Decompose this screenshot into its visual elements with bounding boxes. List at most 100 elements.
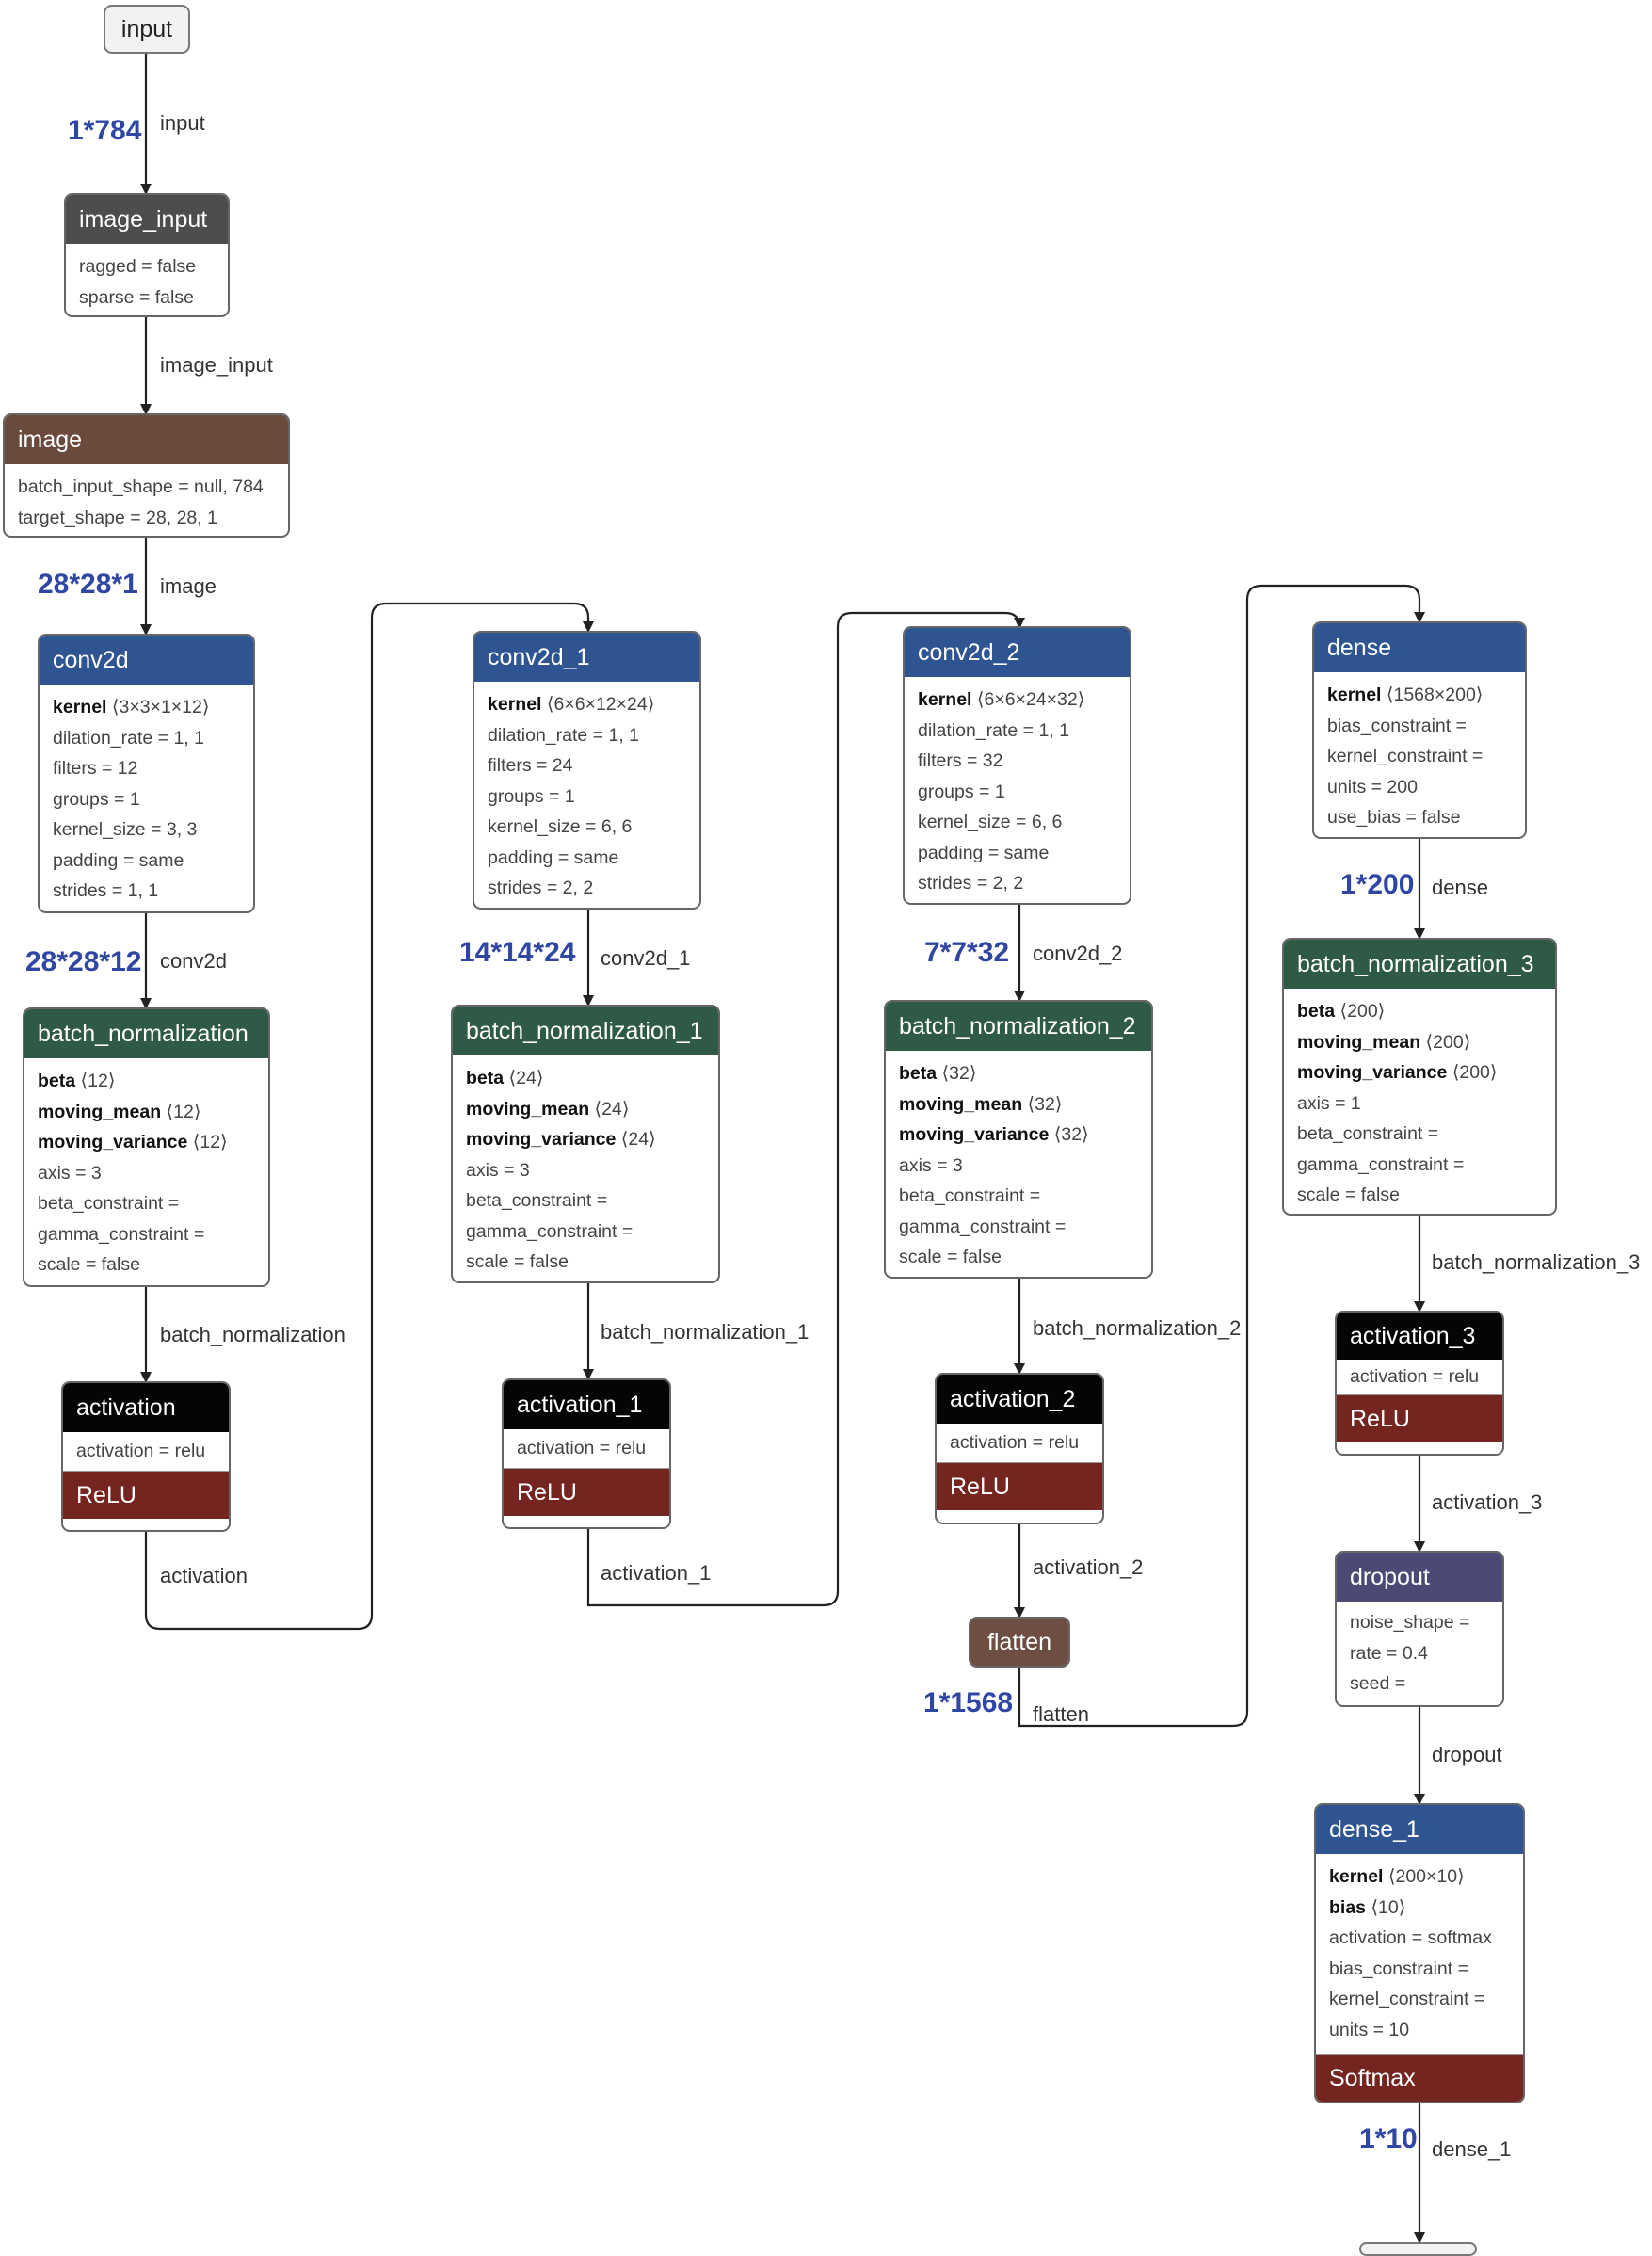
- node-attr-moving-mean: moving_mean ⟨24⟩: [466, 1098, 630, 1120]
- node-attr: scale = false: [1297, 1184, 1400, 1205]
- batch-normalization-2-node[interactable]: batch_normalization_2 beta ⟨32⟩ moving_m…: [884, 1000, 1153, 1279]
- node-attr: gamma_constraint =: [466, 1220, 634, 1242]
- tensor-shape-label: 1*784: [68, 115, 142, 146]
- image-input-node[interactable]: image_input ragged = false sparse = fals…: [64, 193, 230, 317]
- dense-node[interactable]: dense kernel ⟨1568×200⟩ bias_constraint …: [1312, 621, 1527, 839]
- node-attr-bias: bias ⟨10⟩: [1329, 1896, 1406, 1918]
- node-attr: gamma_constraint =: [38, 1223, 205, 1245]
- node-function-footer: ReLU: [504, 1467, 669, 1516]
- node-attr: activation = softmax: [1329, 1927, 1492, 1948]
- batch-normalization-1-node[interactable]: batch_normalization_1 beta ⟨24⟩ moving_m…: [451, 1005, 720, 1283]
- graph-input-node[interactable]: input: [104, 5, 190, 54]
- node-title: batch_normalization_2: [886, 1002, 1151, 1051]
- conv2d-1-node[interactable]: conv2d_1 kernel ⟨6×6×12×24⟩ dilation_rat…: [473, 631, 701, 910]
- node-attr-beta: beta ⟨200⟩: [1297, 1001, 1386, 1022]
- node-attr: batch_input_shape = null, 784: [18, 476, 264, 497]
- edge-label: dense: [1432, 876, 1488, 899]
- node-title: dropout: [1337, 1553, 1502, 1602]
- node-attr: dilation_rate = 1, 1: [488, 724, 639, 746]
- node-title: dense_1: [1316, 1805, 1523, 1854]
- edge-label: batch_normalization_3: [1432, 1250, 1641, 1274]
- edge-label: activation_2: [1033, 1555, 1144, 1579]
- node-attr-kernel: kernel ⟨1568×200⟩: [1327, 685, 1484, 705]
- node-attr: groups = 1: [53, 788, 140, 810]
- node-function-footer: ReLU: [937, 1461, 1102, 1510]
- node-attr: kernel_constraint =: [1329, 1989, 1485, 2009]
- node-function-footer: ReLU: [1337, 1394, 1502, 1442]
- edge-label: image_input: [160, 353, 273, 377]
- node-title: batch_normalization_3: [1284, 940, 1555, 989]
- node-attr: groups = 1: [488, 785, 575, 807]
- node-attr: kernel_size = 6, 6: [918, 812, 1063, 832]
- tensor-shape-label: 7*7*32: [924, 937, 1010, 968]
- node-title: image: [5, 415, 288, 464]
- node-title: flatten: [970, 1619, 1068, 1666]
- graph-output-node[interactable]: dense_1: [1359, 2242, 1477, 2256]
- tensor-shape-label: 1*10: [1359, 2123, 1418, 2154]
- batch-normalization-3-node[interactable]: batch_normalization_3 beta ⟨200⟩ moving_…: [1282, 938, 1557, 1216]
- node-attr-beta: beta ⟨32⟩: [899, 1063, 977, 1084]
- node-attr-kernel: kernel ⟨6×6×12×24⟩: [488, 694, 655, 715]
- activation-node[interactable]: activation activation = relu ReLU: [61, 1381, 231, 1532]
- node-attr: scale = false: [899, 1247, 1002, 1267]
- node-attr: beta_constraint =: [38, 1193, 180, 1214]
- node-attr: strides = 2, 2: [918, 873, 1024, 894]
- dense-1-node[interactable]: dense_1 kernel ⟨200×10⟩ bias ⟨10⟩ activa…: [1314, 1803, 1525, 2103]
- node-attr: dilation_rate = 1, 1: [53, 727, 204, 749]
- node-attr: axis = 3: [899, 1154, 963, 1176]
- node-attr: use_bias = false: [1327, 807, 1461, 828]
- node-attr-moving-mean: moving_mean ⟨12⟩: [38, 1101, 201, 1122]
- node-title: activation_1: [504, 1380, 669, 1429]
- node-attr: padding = same: [918, 842, 1050, 863]
- node-attr: axis = 3: [38, 1162, 102, 1184]
- node-title: activation_3: [1337, 1313, 1502, 1360]
- tensor-shape-label: 14*14*24: [459, 937, 576, 968]
- node-title: activation: [63, 1383, 229, 1432]
- node-attr: padding = same: [488, 846, 619, 868]
- node-attr: beta_constraint =: [466, 1190, 608, 1211]
- node-attr: activation = relu: [950, 1432, 1080, 1453]
- edge-label: input: [160, 111, 205, 135]
- node-attr: activation = relu: [517, 1438, 647, 1458]
- node-attr-moving-variance: moving_variance ⟨12⟩: [38, 1132, 228, 1152]
- dropout-node[interactable]: dropout noise_shape = rate = 0.4 seed =: [1335, 1551, 1504, 1707]
- node-attr: gamma_constraint =: [1297, 1153, 1465, 1175]
- node-attr-moving-mean: moving_mean ⟨200⟩: [1297, 1031, 1471, 1053]
- edge-label: image: [160, 574, 217, 598]
- conv2d-2-node[interactable]: conv2d_2 kernel ⟨6×6×24×32⟩ dilation_rat…: [903, 626, 1131, 905]
- node-attr: kernel_size = 6, 6: [488, 816, 633, 837]
- node-attr: groups = 1: [918, 781, 1005, 802]
- node-attr: axis = 1: [1297, 1092, 1361, 1114]
- flatten-node[interactable]: flatten: [969, 1617, 1070, 1668]
- node-attr-kernel: kernel ⟨3×3×1×12⟩: [53, 697, 210, 717]
- node-attr-moving-variance: moving_variance ⟨24⟩: [466, 1129, 656, 1150]
- tensor-shape-label: 28*28*1: [38, 569, 138, 600]
- activation-1-node[interactable]: activation_1 activation = relu ReLU: [502, 1378, 671, 1529]
- node-attr: filters = 24: [488, 755, 573, 776]
- edge-label: dense_1: [1432, 2137, 1512, 2161]
- node-title: activation_2: [937, 1375, 1102, 1424]
- node-attr: beta_constraint =: [1297, 1123, 1439, 1144]
- node-attr: scale = false: [466, 1251, 569, 1272]
- batch-normalization-node[interactable]: batch_normalization beta ⟨12⟩ moving_mea…: [23, 1007, 270, 1287]
- node-function-footer: ReLU: [63, 1470, 229, 1519]
- node-title: conv2d: [40, 636, 253, 685]
- node-title: conv2d_2: [905, 628, 1130, 677]
- node-attr: seed =: [1350, 1673, 1406, 1694]
- node-title: conv2d_1: [474, 633, 699, 682]
- edge-label: conv2d_2: [1033, 942, 1123, 965]
- image-reshape-node[interactable]: image batch_input_shape = null, 784 targ…: [3, 413, 290, 538]
- node-attr: units = 200: [1327, 776, 1418, 798]
- node-attr-beta: beta ⟨12⟩: [38, 1071, 116, 1091]
- conv2d-node[interactable]: conv2d kernel ⟨3×3×1×12⟩ dilation_rate =…: [38, 634, 255, 913]
- edge-label: batch_normalization_1: [601, 1320, 810, 1344]
- node-attr: strides = 1, 1: [53, 880, 159, 901]
- activation-2-node[interactable]: activation_2 activation = relu ReLU: [935, 1373, 1104, 1524]
- tensor-shape-label: 1*200: [1340, 869, 1415, 900]
- node-attr: ragged = false: [79, 256, 197, 277]
- node-title: batch_normalization_1: [453, 1007, 718, 1055]
- node-attr-moving-mean: moving_mean ⟨32⟩: [899, 1093, 1063, 1115]
- node-attr-beta: beta ⟨24⟩: [466, 1068, 544, 1088]
- activation-3-node[interactable]: activation_3 activation = relu ReLU: [1335, 1311, 1504, 1456]
